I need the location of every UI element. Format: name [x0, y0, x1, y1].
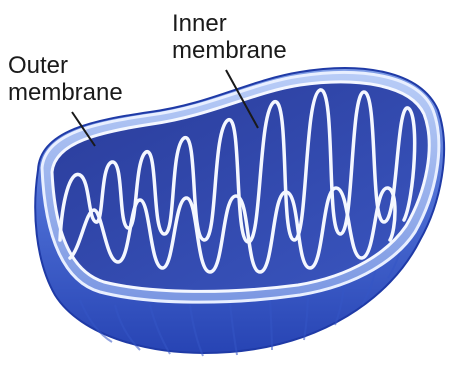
mitochondrion-illustration — [0, 0, 449, 373]
